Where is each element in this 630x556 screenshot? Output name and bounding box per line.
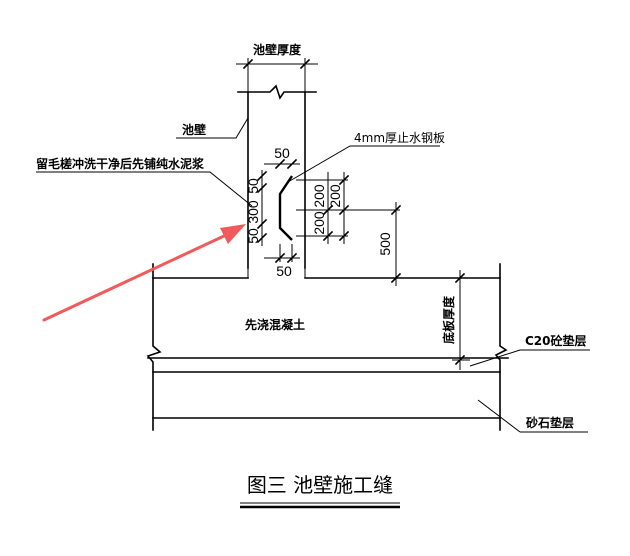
left-dimension-chain: 50 300 50 xyxy=(245,170,268,246)
precast-concrete-label: 先浇混凝土 xyxy=(245,317,305,332)
right-200-c-text: 200 xyxy=(311,211,327,235)
right-200-a-text: 200 xyxy=(327,184,343,208)
left-50-top-text: 50 xyxy=(245,178,261,194)
bottom-50-dimension: 50 xyxy=(264,244,300,279)
wall-label-group: 池壁 xyxy=(176,117,249,139)
top-50-text: 50 xyxy=(274,145,290,161)
waterstop-plate xyxy=(278,175,293,241)
top-50-dimension: 50 xyxy=(264,145,300,170)
red-pointer-arrow xyxy=(42,224,246,322)
figure-title-group: 图三 池壁施工缝 xyxy=(240,473,400,509)
waterstop-label: 4mm厚止水钢板 xyxy=(354,131,445,145)
slab-thickness-label: 底板厚度 xyxy=(441,295,456,344)
slab-thickness-dimension: 底板厚度 xyxy=(441,270,470,370)
right-500-text: 500 xyxy=(377,232,393,256)
right-dimension-chain: 200 200 200 500 xyxy=(296,172,402,286)
wall-thickness-label: 池壁厚度 xyxy=(253,42,302,57)
right-200-b-text: 200 xyxy=(311,184,327,208)
wall-thickness-dimension: 池壁厚度 xyxy=(236,42,318,92)
left-300-text: 300 xyxy=(245,200,261,224)
roughen-note-group: 留毛槎冲洗干净后先铺纯水泥浆 xyxy=(36,156,253,207)
figure-title: 图三 池壁施工缝 xyxy=(247,473,393,497)
waterstop-label-group: 4mm厚止水钢板 xyxy=(287,131,445,183)
gravel-cushion-label: 砂石垫层 xyxy=(525,415,574,430)
roughen-note-label: 留毛槎冲洗干净后先铺纯水泥浆 xyxy=(36,156,205,171)
gravel-label-group: 砂石垫层 xyxy=(477,399,588,433)
bottom-50-text: 50 xyxy=(276,263,292,279)
left-50-bottom-text: 50 xyxy=(245,228,261,244)
wall-label: 池壁 xyxy=(182,122,206,137)
c20-cushion-label: C20砼垫层 xyxy=(525,333,587,348)
c20-label-group: C20砼垫层 xyxy=(469,333,590,367)
slab-outline xyxy=(146,263,509,431)
